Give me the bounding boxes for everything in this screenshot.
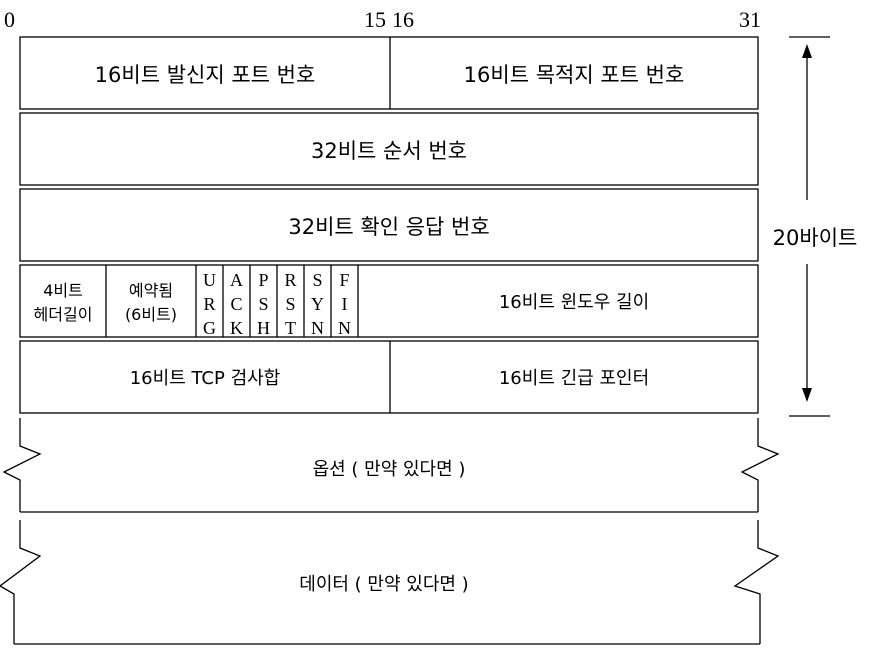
- options-outline: [2, 418, 780, 513]
- flag-ack-c1: A: [230, 270, 243, 290]
- flag-fin: F I N: [338, 270, 351, 338]
- flag-ack: A C K: [230, 270, 243, 338]
- checksum-row-box: [19, 340, 759, 414]
- flag-urg-c3: G: [203, 318, 216, 338]
- flag-urg: U R G: [203, 270, 216, 338]
- flag-fin-c3: N: [338, 318, 351, 338]
- options-left-break: [2, 418, 42, 512]
- flag-rst: R S T: [284, 270, 296, 338]
- flag-rst-c1: R: [284, 270, 296, 290]
- flag-ack-c3: K: [230, 318, 243, 338]
- data-left-break: [0, 520, 42, 644]
- hlen-line-2: 헤더길이: [34, 305, 93, 324]
- urgent-pointer-field: 16비트 긴급 포인터: [499, 368, 649, 389]
- hlen-line-1: 4비트: [43, 281, 83, 300]
- flag-rst-c3: T: [285, 318, 296, 338]
- flag-psh-c1: P: [258, 270, 268, 290]
- ack-number-field: 32비트 확인 응답 번호: [288, 215, 489, 239]
- flag-fin-c1: F: [339, 270, 349, 290]
- flag-syn-c3: N: [311, 318, 324, 338]
- bit-label-16: 16: [392, 7, 414, 32]
- bit-label-31: 31: [739, 7, 761, 32]
- reserved-line-1: 예약됨: [129, 281, 173, 300]
- arrow-down-icon: [802, 388, 812, 402]
- data-field: 데이터 ( 만약 있다면 ): [299, 574, 468, 595]
- reserved-line-2: (6비트): [125, 305, 177, 324]
- header-size-indicator: [789, 36, 830, 417]
- flag-urg-c2: R: [203, 294, 215, 314]
- flag-syn-c2: Y: [311, 294, 324, 314]
- checksum-field: 16비트 TCP 검사합: [130, 368, 281, 389]
- flag-ack-c2: C: [230, 294, 242, 314]
- flag-psh-c3: H: [257, 318, 270, 338]
- bit-label-15: 15: [364, 7, 386, 32]
- window-size-field: 16비트 윈도우 길이: [499, 292, 649, 313]
- data-outline: [0, 520, 780, 645]
- dest-port-field: 16비트 목적지 포트 번호: [464, 63, 685, 87]
- flag-fin-c2: I: [342, 294, 348, 314]
- flag-psh-c2: S: [258, 294, 268, 314]
- data-right-break: [733, 520, 780, 644]
- flag-urg-c1: U: [203, 270, 216, 290]
- source-port-field: 16비트 발신지 포트 번호: [95, 63, 316, 87]
- flag-psh: P S H: [257, 270, 270, 338]
- sequence-number-field: 32비트 순서 번호: [311, 139, 467, 163]
- ack-row-box: [19, 188, 759, 262]
- flag-syn: S Y N: [311, 270, 324, 338]
- flag-rst-c2: S: [285, 294, 295, 314]
- arrow-up-icon: [802, 44, 812, 58]
- control-row-box: [19, 264, 759, 338]
- header-size-label: 20바이트: [773, 226, 858, 250]
- ports-row-box: [19, 36, 759, 110]
- options-field: 옵션 ( 만약 있다면 ): [313, 459, 466, 480]
- flag-syn-c1: S: [312, 270, 322, 290]
- bit-label-0: 0: [4, 7, 15, 32]
- sequence-row-box: [19, 112, 759, 186]
- options-right-break: [740, 418, 780, 512]
- header-grid: [19, 36, 759, 414]
